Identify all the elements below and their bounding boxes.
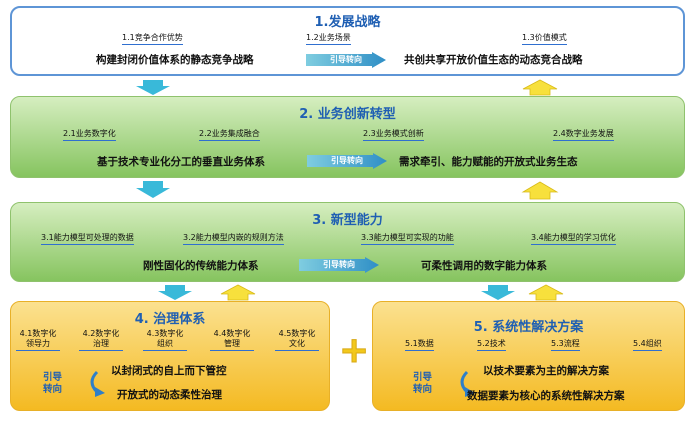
sub-item: 4.3数字化 组织 xyxy=(143,329,187,351)
panel-title: 3. 新型能力 xyxy=(312,213,383,228)
statement-right: 可柔性调用的数字能力体系 xyxy=(421,260,547,272)
sub-item: 1.1竞争合作优势 xyxy=(122,32,183,45)
guide-arrow: 引导转向 xyxy=(299,257,379,273)
sub-item: 3.2能力模型内嵌的规则方法 xyxy=(183,232,284,245)
statement-left: 基于技术专业化分工的垂直业务体系 xyxy=(97,156,265,168)
panel-governance-system: 4. 治理体系 4.1数字化 领导力 4.2数字化 治理 4.3数字化 组织 4… xyxy=(10,301,330,411)
sub-item: 2.1业务数字化 xyxy=(63,128,116,141)
panel-business-transformation: 2. 业务创新转型 2.1业务数字化 2.2业务集成融合 2.3业务模式创新 2… xyxy=(10,96,685,178)
sub-item: 3.3能力模型可实现的功能 xyxy=(361,232,454,245)
statement-right: 需求牵引、能力赋能的开放式业务生态 xyxy=(399,156,578,168)
statement-bottom: 数据要素为核心的系统性解决方案 xyxy=(467,390,625,402)
statement-bottom: 开放式的动态柔性治理 xyxy=(117,389,222,401)
sub-item: 3.1能力模型可处理的数据 xyxy=(41,232,134,245)
guide-arrow: 引导转向 xyxy=(306,52,386,68)
sub-item: 4.4数字化 管理 xyxy=(210,329,254,351)
curved-arrow-icon xyxy=(90,370,105,397)
panel-new-capability: 3. 新型能力 3.1能力模型可处理的数据 3.2能力模型内嵌的规则方法 3.3… xyxy=(10,202,685,282)
sub-item: 2.3业务模式创新 xyxy=(363,128,424,141)
statement-top: 以技术要素为主的解决方案 xyxy=(483,365,609,377)
panel-title: 4. 治理体系 xyxy=(134,312,206,327)
sub-item: 1.3价值模式 xyxy=(522,32,567,45)
statement-left: 构建封闭价值体系的静态竞争战略 xyxy=(96,54,254,66)
sub-item: 2.2业务集成融合 xyxy=(199,128,260,141)
sub-item: 5.4组织 xyxy=(633,338,662,351)
guide-tag: 引导 转向 xyxy=(413,372,433,395)
panel-title: 5. 系统性解决方案 xyxy=(473,320,584,335)
sub-item: 4.5数字化 文化 xyxy=(275,329,319,351)
sub-item: 4.1数字化 领导力 xyxy=(16,329,60,351)
sub-item: 3.4能力模型的学习优化 xyxy=(531,232,616,245)
plus-icon: + xyxy=(339,330,370,371)
sub-item: 1.2业务场景 xyxy=(306,32,351,45)
sub-item: 5.1数据 xyxy=(405,338,434,351)
statement-left: 刚性固化的传统能力体系 xyxy=(143,260,259,272)
panel-development-strategy: 1.发展战略 1.1竞争合作优势 1.2业务场景 1.3价值模式 构建封闭价值体… xyxy=(10,6,685,76)
panel-title: 1.发展战略 xyxy=(314,15,381,30)
curved-arrow-icon xyxy=(460,370,475,397)
sub-item: 2.4数字业务发展 xyxy=(553,128,614,141)
panel-title: 2. 业务创新转型 xyxy=(299,107,396,122)
guide-arrow: 引导转向 xyxy=(307,153,387,169)
sub-item: 5.3流程 xyxy=(551,338,580,351)
guide-tag: 引导 转向 xyxy=(43,372,63,395)
sub-item: 5.2技术 xyxy=(477,338,506,351)
sub-item: 4.2数字化 治理 xyxy=(79,329,123,351)
statement-top: 以封闭式的自上而下管控 xyxy=(111,365,227,377)
statement-right: 共创共享开放价值生态的动态竞合战略 xyxy=(404,54,583,66)
panel-systematic-solution: 5. 系统性解决方案 5.1数据 5.2技术 5.3流程 5.4组织 引导 转向… xyxy=(372,301,685,411)
